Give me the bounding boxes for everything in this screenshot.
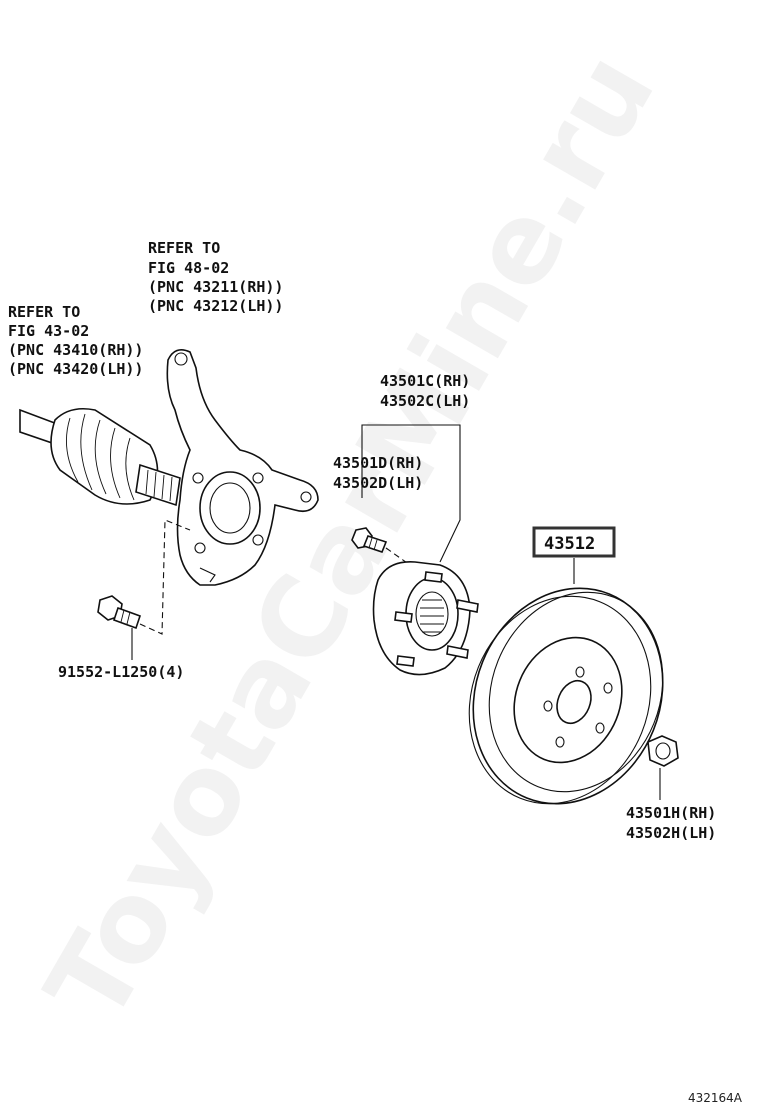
labels: REFER TO FIG 48-02 (PNC 43211(RH)) (PNC … <box>8 239 743 1105</box>
refer-43-line1: REFER TO <box>8 303 80 321</box>
refer-48-line4: (PNC 43212(LH)) <box>148 297 283 315</box>
steering-knuckle[interactable] <box>166 349 319 586</box>
disc-label-box <box>532 526 616 558</box>
brake-disc[interactable] <box>439 560 695 833</box>
disc-label: 43512 <box>544 534 595 554</box>
nut-rh-label: 43501H(RH) <box>626 804 716 822</box>
wheel-studs <box>394 571 479 667</box>
knuckle-bolt-label: 91552-L1250(4) <box>58 663 184 681</box>
nut-lh-label: 43502H(LH) <box>626 824 716 842</box>
figure-id: 432164A <box>688 1091 743 1105</box>
refer-48-line2: FIG 48-02 <box>148 259 229 277</box>
knuckle-bolt-leader <box>139 519 191 635</box>
knuckle-bolt[interactable] <box>97 595 142 630</box>
hub-nut[interactable] <box>647 735 679 767</box>
bolt-lh-label: 43502D(LH) <box>333 474 423 492</box>
hub-group-leader <box>361 424 461 563</box>
hub-bolt[interactable] <box>351 527 388 553</box>
refer-48-line1: REFER TO <box>148 239 220 257</box>
disc-bolt-holes <box>543 666 613 748</box>
refer-43-line4: (PNC 43420(LH)) <box>8 360 143 378</box>
bolt-rh-label: 43501D(RH) <box>333 454 423 472</box>
drive-shaft[interactable] <box>19 407 181 507</box>
hub-lh-label: 43502C(LH) <box>380 392 470 410</box>
hub-rh-label: 43501C(RH) <box>380 372 470 390</box>
refer-48-line3: (PNC 43211(RH)) <box>148 278 283 296</box>
refer-43-line2: FIG 43-02 <box>8 322 89 340</box>
hub-assembly[interactable] <box>372 561 479 676</box>
refer-43-line3: (PNC 43410(RH)) <box>8 341 143 359</box>
